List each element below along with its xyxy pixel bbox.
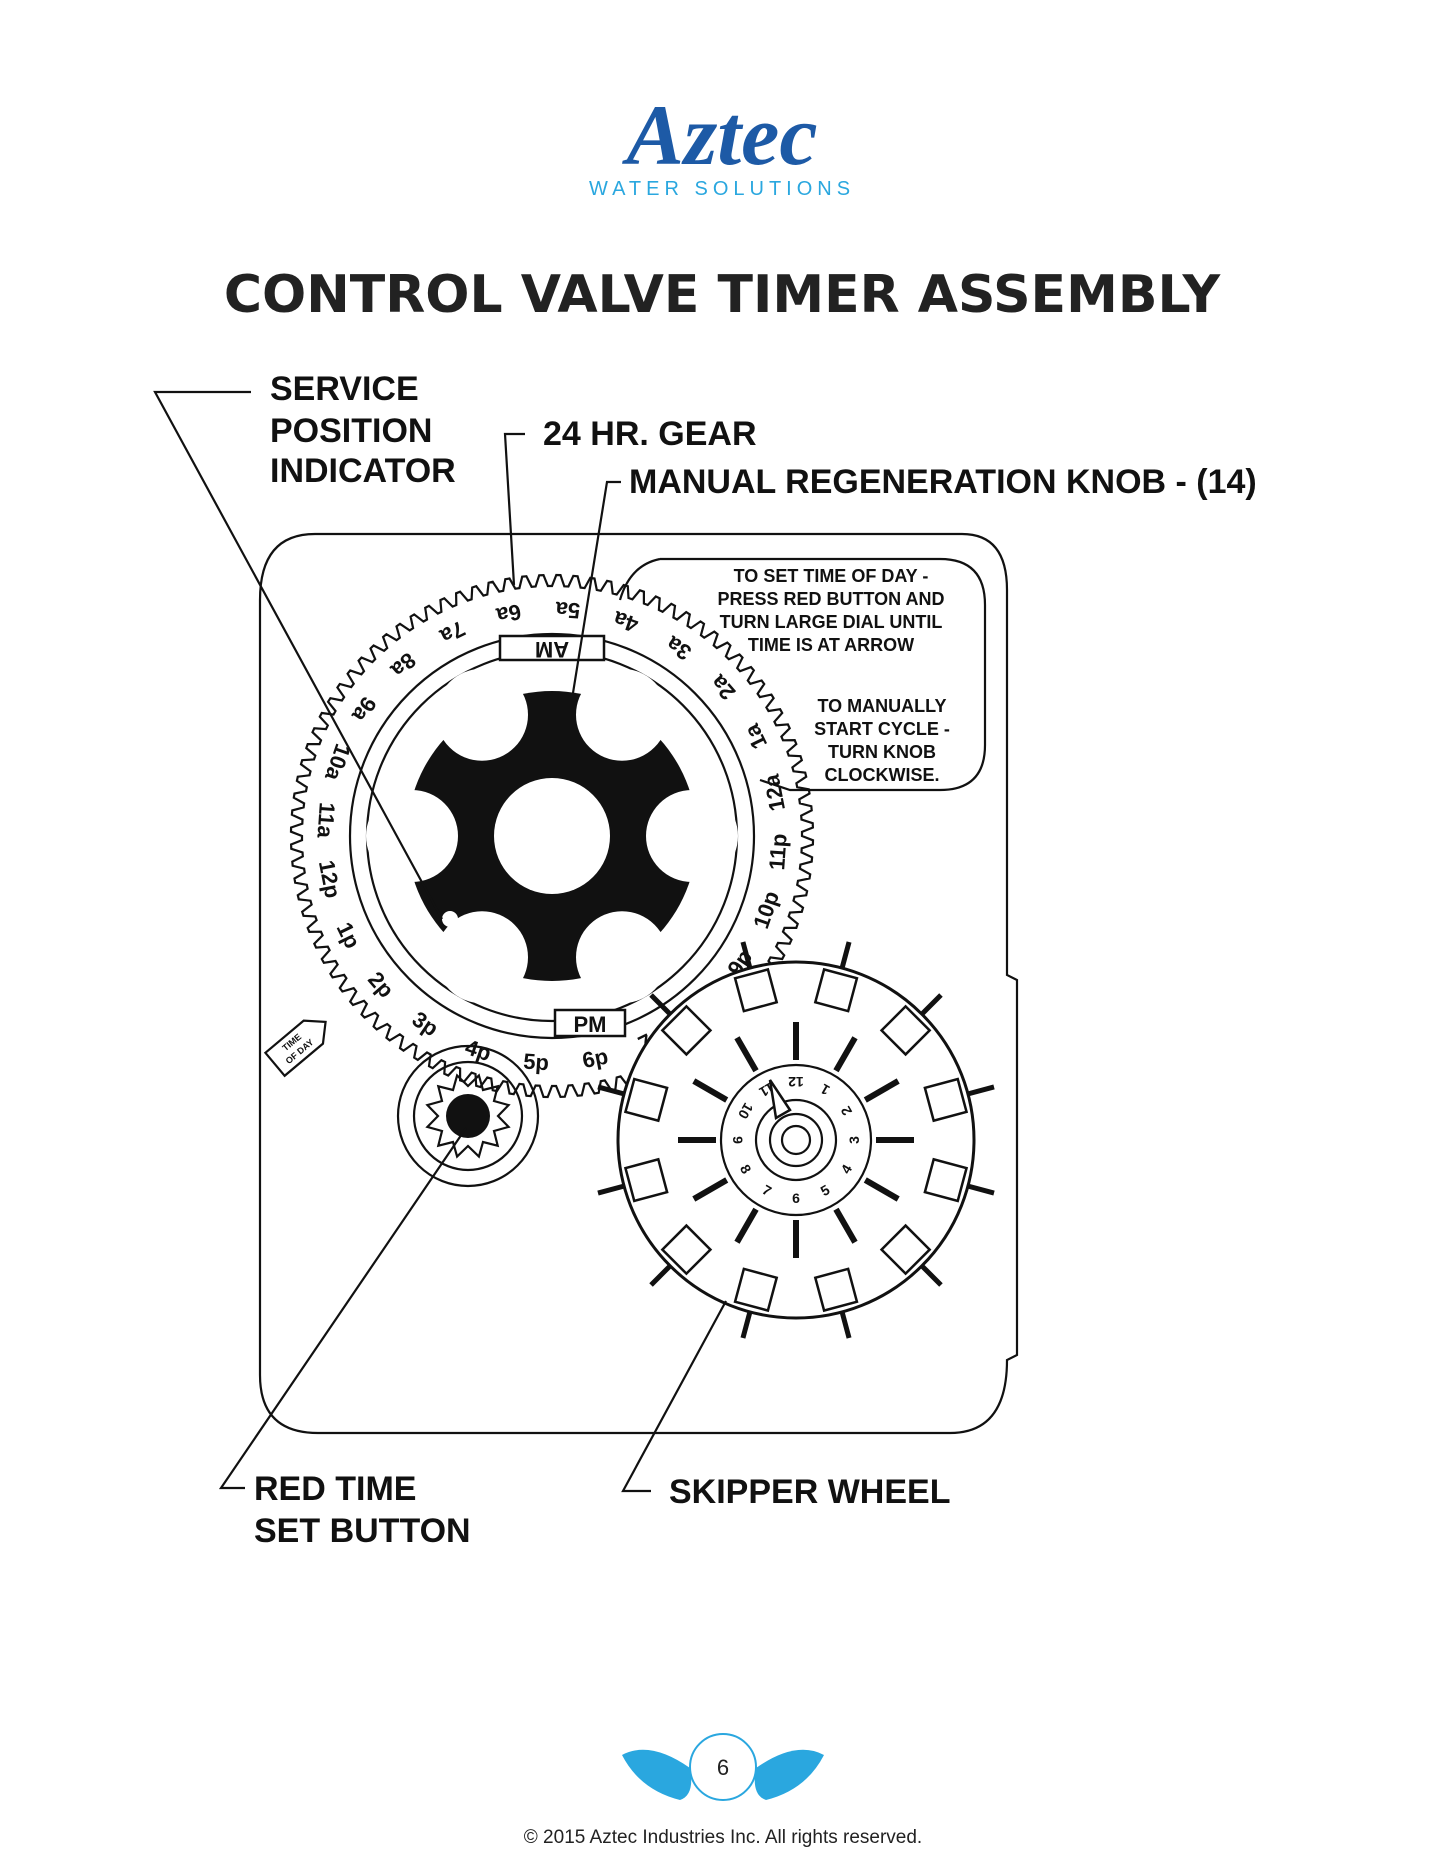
page-number: 6 — [717, 1755, 729, 1780]
hour-label: 5p — [522, 1049, 549, 1076]
skipper-notch — [733, 1267, 779, 1313]
skipper-notch — [813, 967, 859, 1013]
instruction-line: TURN KNOB — [828, 742, 936, 762]
hour-label: 3a — [661, 631, 696, 666]
pm-tab — [553, 1008, 627, 1038]
knob-hole — [436, 668, 528, 761]
skipper-notch — [623, 1077, 669, 1123]
hour-label: 9a — [347, 692, 382, 727]
label-line: SET BUTTON — [254, 1512, 471, 1550]
skipper-notch — [923, 1077, 969, 1123]
hour-label: 6a — [494, 599, 524, 628]
instruction-line: CLOCKWISE. — [825, 765, 940, 785]
instruction-callout — [618, 557, 987, 792]
skipper-pin[interactable] — [692, 1078, 729, 1103]
knob-hole — [366, 790, 458, 882]
skipper-number: 9 — [730, 1136, 746, 1144]
dial-inner-ring — [348, 632, 756, 1040]
instruction-line: TURN LARGE DIAL UNTIL — [720, 612, 943, 632]
hour-label: 12p — [314, 858, 346, 900]
skipper-number: 10 — [735, 1100, 757, 1122]
label-line: INDICATOR — [270, 452, 456, 490]
hour-label: 6p — [580, 1044, 610, 1073]
hour-label: 1a — [739, 720, 773, 754]
skipper-notch — [660, 1004, 713, 1057]
hour-label: 12a — [758, 772, 790, 814]
knob-hole — [646, 790, 738, 882]
instruction-line: TO MANUALLY — [817, 696, 946, 716]
skipper-notch — [623, 1157, 669, 1203]
red-time-set-button[interactable] — [396, 1044, 540, 1188]
hour-label: 10p — [748, 888, 784, 932]
skipper-pointer — [768, 1079, 792, 1120]
hour-label: 2p — [363, 967, 399, 1003]
skipper-pin[interactable] — [863, 1078, 900, 1103]
pm-label: PM — [574, 1012, 607, 1037]
gear-label: 24 HR. GEAR — [543, 415, 757, 453]
knob-label: MANUAL REGENERATION KNOB - (14) — [629, 463, 1257, 501]
hour-label: 7a — [436, 616, 470, 650]
hour-label: 11p — [764, 833, 791, 871]
skipper-pin[interactable] — [833, 1036, 858, 1073]
leader-gear — [503, 432, 525, 586]
right-drop-icon — [754, 1749, 824, 1800]
skipper-notch — [879, 1004, 932, 1057]
pinion-gear — [425, 1073, 511, 1159]
leader-red-button — [218, 1127, 467, 1490]
knob-hole — [436, 911, 528, 1004]
hour-label: 10a — [320, 741, 356, 785]
instruction-line: TO SET TIME OF DAY - — [734, 566, 929, 586]
page-title: CONTROL VALVE TIMER ASSEMBLY — [224, 265, 1222, 325]
label-line: POSITION — [270, 412, 432, 450]
skipper-label: SKIPPER WHEEL — [669, 1473, 950, 1511]
skipper-number: 3 — [846, 1136, 862, 1144]
skipper-notch — [813, 1267, 859, 1313]
am-label: AM — [535, 637, 569, 662]
leader-service — [153, 390, 443, 920]
logo-wordmark: Aztec — [621, 87, 817, 183]
copyright: © 2015 Aztec Industries Inc. All rights … — [524, 1827, 922, 1848]
service-indicator-label: SERVICE POSITION INDICATOR — [270, 370, 456, 490]
skipper-notch — [733, 967, 779, 1013]
label-line: SERVICE — [270, 370, 419, 408]
hour-label: 11a — [312, 802, 339, 840]
hour-label: 8a — [385, 648, 420, 683]
hour-label: 5a — [554, 597, 581, 624]
hour-label: 2a — [705, 669, 740, 704]
left-drop-icon — [622, 1749, 692, 1800]
leader-knob — [571, 480, 621, 694]
page-number-badge — [689, 1733, 757, 1801]
instruction-line: START CYCLE - — [814, 719, 950, 739]
logo-tagline: WATER SOLUTIONS — [589, 178, 855, 200]
skipper-notch — [660, 1223, 713, 1276]
skipper-pin[interactable] — [734, 1036, 759, 1073]
skipper-notch — [923, 1157, 969, 1203]
hour-label: 4a — [609, 606, 641, 638]
skipper-pin[interactable] — [833, 1207, 858, 1244]
instruction-line: TIME IS AT ARROW — [748, 635, 914, 655]
skipper-number: 12 — [788, 1074, 804, 1090]
skipper-pin[interactable] — [863, 1177, 900, 1202]
manual-regeneration-knob[interactable] — [366, 668, 738, 1004]
instructions: TO SET TIME OF DAY - PRESS RED BUTTON AN… — [717, 566, 949, 785]
knob-hole — [576, 911, 668, 1004]
knob-hole — [576, 668, 668, 761]
label-line: RED TIME — [254, 1470, 416, 1508]
hour-label: 1p — [332, 918, 366, 952]
hour-label: 3p — [408, 1006, 443, 1041]
skipper-notch — [879, 1223, 932, 1276]
time-of-day-arrow: TIME OF DAY — [263, 1019, 327, 1078]
service-position-indicator — [442, 911, 458, 927]
knob-center — [494, 778, 610, 894]
skipper-pin[interactable] — [692, 1177, 729, 1202]
skipper-pin[interactable] — [734, 1207, 759, 1244]
red-button-label: RED TIME SET BUTTON — [254, 1470, 471, 1550]
instruction-line: PRESS RED BUTTON AND — [717, 589, 944, 609]
leader-skipper — [621, 1300, 727, 1493]
timer-housing — [258, 532, 1019, 1435]
skipper-number: 6 — [792, 1190, 800, 1206]
am-tab — [498, 634, 606, 662]
